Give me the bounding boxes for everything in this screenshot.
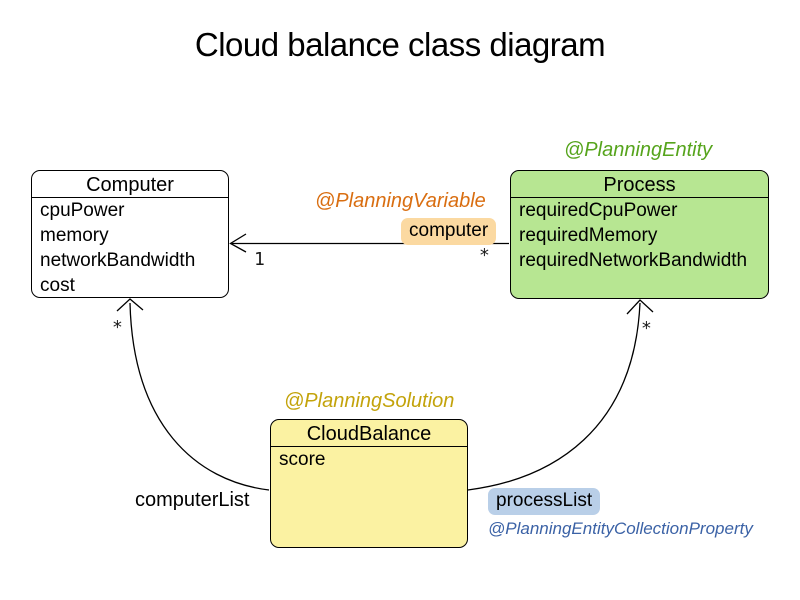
field-cost: cost	[40, 275, 75, 296]
class-name-computer: Computer	[32, 171, 228, 198]
processlist-relation-label: processList	[488, 488, 601, 515]
class-name-process: Process	[511, 171, 768, 198]
multiplicity-star-processlist: *	[641, 318, 652, 339]
processlist-curve	[467, 302, 641, 491]
planning-entity-annotation: @PlanningEntity	[564, 139, 713, 161]
field-requirednetworkbandwidth: requiredNetworkBandwidth	[519, 250, 748, 271]
computerlist-arrowhead	[116, 298, 144, 312]
field-networkbandwidth: networkBandwidth	[40, 250, 196, 271]
planning-solution-annotation: @PlanningSolution	[284, 390, 455, 412]
computerlist-curve	[129, 302, 270, 491]
field-requiredcpupower: requiredCpuPower	[519, 200, 678, 221]
field-score: score	[279, 449, 326, 470]
class-box-computer: Computer cpuPower memory networkBandwidt…	[31, 170, 229, 298]
multiplicity-one: 1	[254, 249, 265, 270]
computer-fields: cpuPower memory networkBandwidth cost	[32, 198, 228, 298]
multiplicity-star-process-side: *	[479, 245, 490, 266]
field-memory: memory	[40, 225, 109, 246]
class-box-cloudbalance: CloudBalance score	[270, 419, 468, 548]
computer-relation-label: computer	[401, 218, 497, 245]
computerlist-relation-label: computerList	[135, 489, 250, 511]
processlist-arrowhead	[626, 299, 654, 315]
diagram-title: Cloud balance class diagram	[194, 26, 606, 63]
process-fields: requiredCpuPower requiredMemory required…	[511, 198, 768, 273]
cloudbalance-fields: score	[271, 447, 467, 472]
field-requiredmemory: requiredMemory	[519, 225, 658, 246]
multiplicity-star-computerlist: *	[112, 317, 123, 338]
computer-association-arrowhead	[229, 233, 247, 253]
planning-variable-annotation: @PlanningVariable	[315, 190, 486, 212]
class-box-process: Process requiredCpuPower requiredMemory …	[510, 170, 769, 299]
planning-entity-collection-property-annotation: @PlanningEntityCollectionProperty	[488, 519, 753, 538]
field-cpupower: cpuPower	[40, 200, 125, 221]
class-name-cloudbalance: CloudBalance	[271, 420, 467, 447]
